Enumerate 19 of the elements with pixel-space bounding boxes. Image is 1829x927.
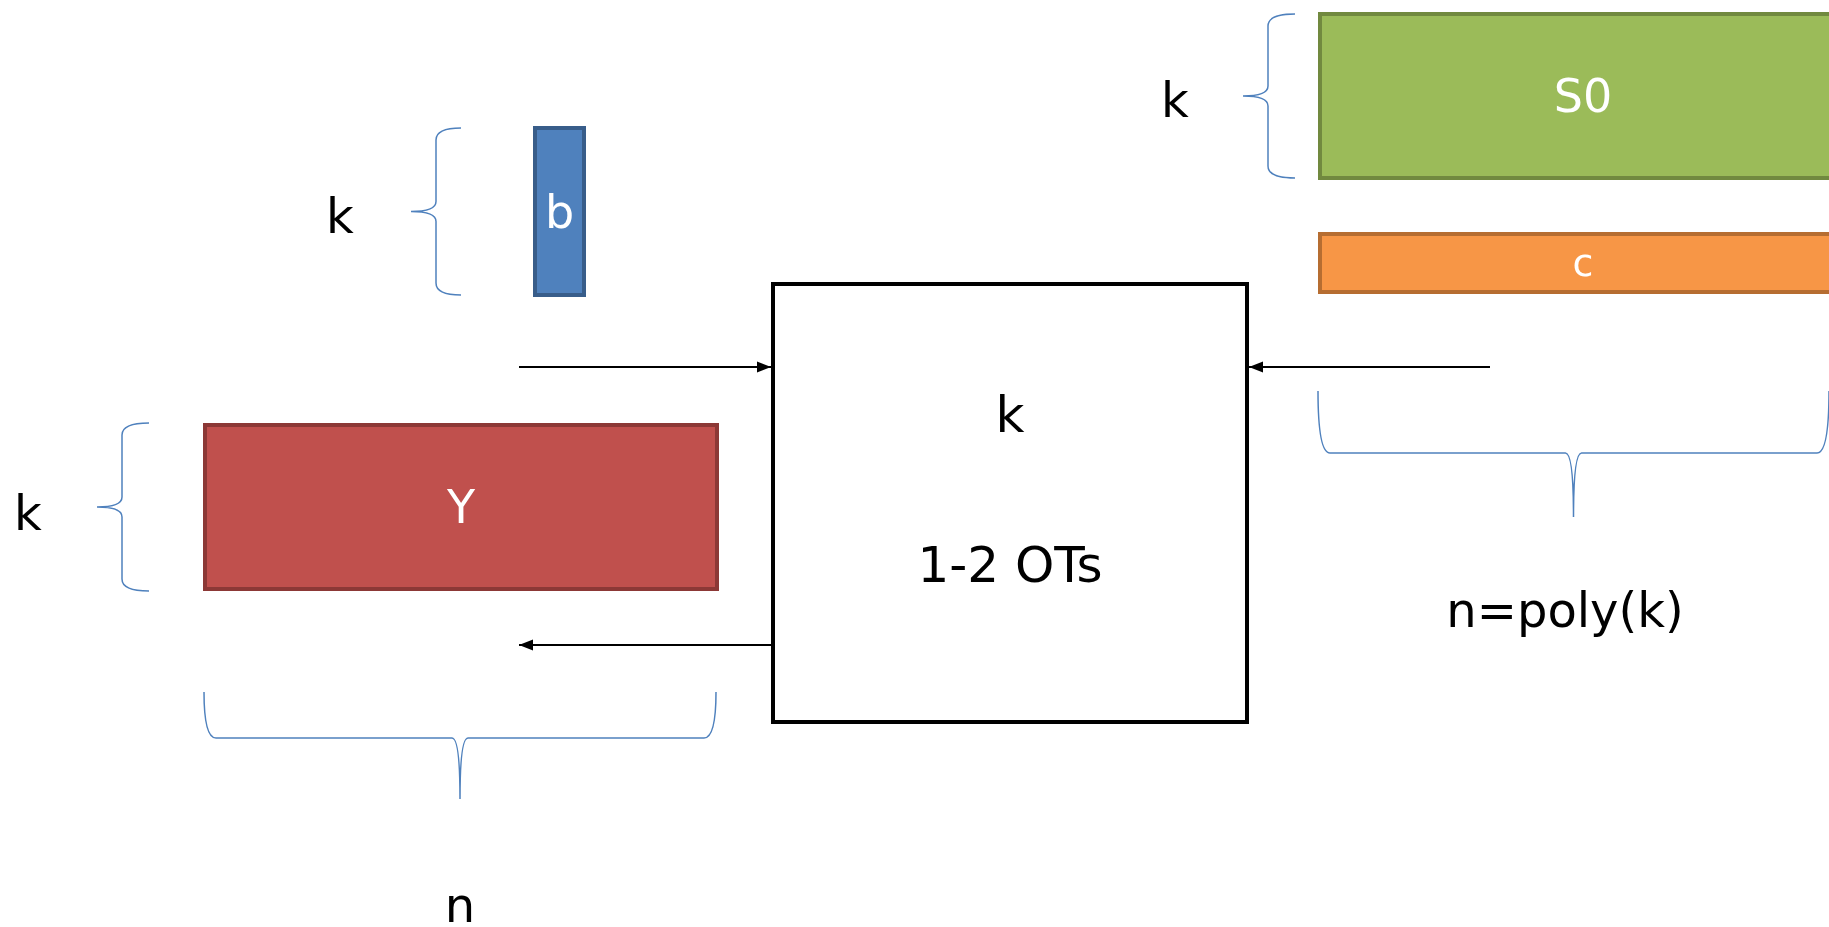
bar-block xyxy=(1318,232,1829,294)
bar-block xyxy=(1318,12,1829,180)
dimension-label: k xyxy=(14,485,42,541)
arrow xyxy=(1248,361,1491,373)
block-label: Y xyxy=(446,484,476,530)
box-text: 1-2 OTs xyxy=(916,540,1104,590)
block-label: c xyxy=(1572,244,1594,282)
dimension-label: n xyxy=(444,877,476,927)
process-box xyxy=(771,282,1249,724)
arrow xyxy=(518,361,772,373)
block-label: b xyxy=(544,188,575,235)
dimension-label: k xyxy=(1161,72,1189,128)
dimension-label: n=poly(k) xyxy=(1446,582,1684,638)
block-label: S0 xyxy=(1553,73,1613,119)
bar-block xyxy=(533,126,586,297)
dimension-label: k xyxy=(326,188,354,244)
bar-block xyxy=(203,423,719,591)
arrow xyxy=(518,639,772,651)
variable-label: k xyxy=(994,390,1026,440)
